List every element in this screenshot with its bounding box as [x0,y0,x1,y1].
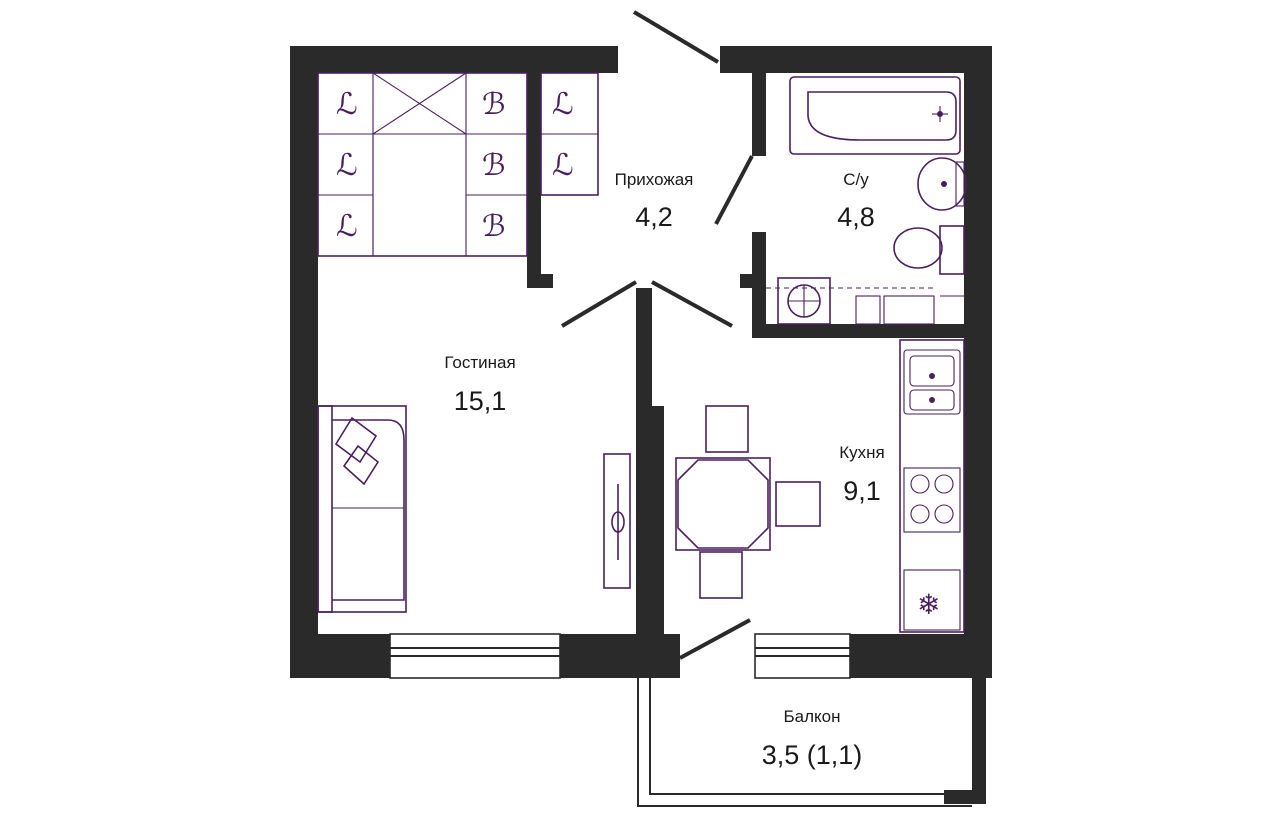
door-entrance [632,10,720,64]
wall-bath-bottom [752,324,992,338]
wall-right-outer [964,46,992,678]
svg-text:ℬ: ℬ [482,209,506,244]
svg-text:ℬ: ℬ [482,148,506,183]
svg-text:ℒ: ℒ [336,209,358,244]
balcony-area: 3,5 (1,1) [762,740,863,770]
washing-machine [766,277,964,325]
svg-text:❄: ❄ [917,588,940,621]
windows [389,633,851,679]
svg-text:ℬ: ℬ [482,87,506,122]
wall-bottom-kitchen [850,634,992,678]
svg-text:ℒ: ℒ [552,87,574,122]
living-name: Гостиная [444,353,515,372]
sink [917,157,967,211]
kitchen-name: Кухня [839,443,885,462]
wall-living-kitchen-lower [636,406,664,666]
wall-left-outer [290,46,318,678]
kitchen-counter: ❄ [899,339,965,633]
room-labels: Прихожая 4,2 С/у 4,8 Гостиная 15,1 Кухня… [444,170,884,770]
dining-table [675,405,821,599]
hall-area: 4,2 [635,202,673,232]
door-kitchen [651,280,733,328]
door-balcony [679,618,751,660]
svg-text:ℒ: ℒ [552,148,574,183]
kitchen-area: 9,1 [843,476,881,506]
wall-wardrobe-partition [527,46,541,286]
wall-living-kitchen-upper [636,288,652,410]
balcony-railing [637,678,972,807]
wall-wardrobe-stub [527,274,553,288]
toilet [893,225,965,275]
wardrobe-living: ℒ ℒ ℒ ℬ ℬ ℬ [317,72,528,257]
bathtub [789,76,961,155]
living-area: 15,1 [454,386,507,416]
wall-balcony-right [972,678,986,804]
wall-bottom-living-left [290,634,390,678]
svg-text:ℒ: ℒ [336,148,358,183]
wall-top-left [290,46,618,73]
hall-name: Прихожая [615,170,694,189]
sofa [317,405,407,613]
bathroom-area: 4,8 [837,202,875,232]
door-living [560,280,638,328]
doors [560,10,754,660]
wall-bath-left-upper [752,46,766,156]
wall-bath-stub [740,274,766,288]
svg-text:ℒ: ℒ [336,87,358,122]
tv-stand [603,453,631,589]
walls [290,46,992,804]
wardrobe-hall: ℒ ℒ [540,72,599,196]
door-bathroom [714,155,754,225]
bathroom-name: С/у [843,170,869,189]
balcony-name: Балкон [783,707,840,726]
